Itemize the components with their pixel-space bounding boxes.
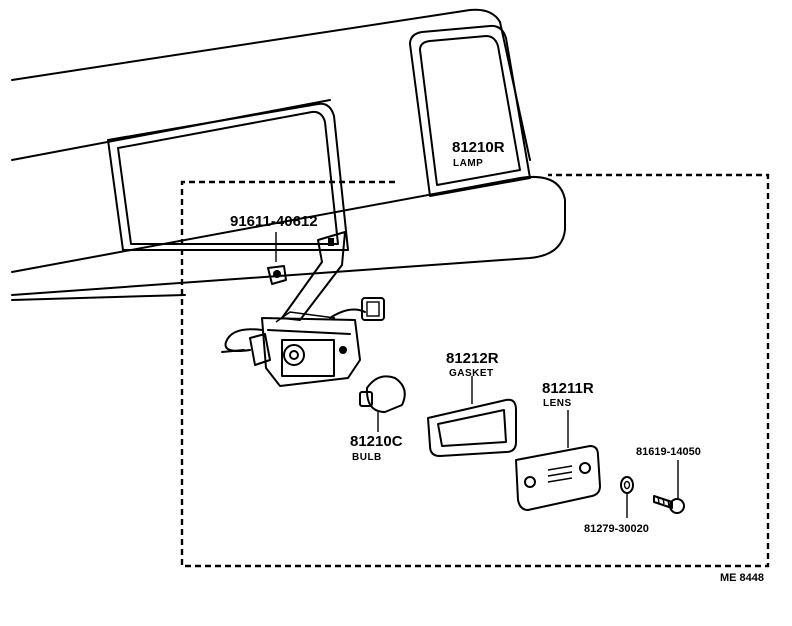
clip-part [267,232,287,285]
lens-part-number: 81211R [542,380,594,397]
lamp-part-name: LAMP [453,158,483,169]
nut-part-number: 81279-30020 [584,523,649,535]
gasket-part-number: 81212R [446,350,499,367]
nut-part [620,476,634,518]
screw-part-number: 81619-14050 [636,446,701,458]
lamp-part-number: 81210R [452,139,505,156]
vehicle-body-outline [11,8,566,301]
clip-part-number: 91611-40612 [230,213,318,230]
bulb-part-number: 81210C [350,433,403,450]
gasket-part-name: GASKET [449,368,494,379]
lens-part [515,410,601,511]
screw-part [653,460,685,514]
diagram-reference: ME 8448 [720,572,764,584]
bulb-part [359,375,406,432]
detail-frame [180,173,770,568]
lamp-assembly [221,231,385,387]
gasket-part [427,376,517,457]
bulb-part-name: BULB [352,452,382,463]
lens-part-name: LENS [543,398,572,409]
